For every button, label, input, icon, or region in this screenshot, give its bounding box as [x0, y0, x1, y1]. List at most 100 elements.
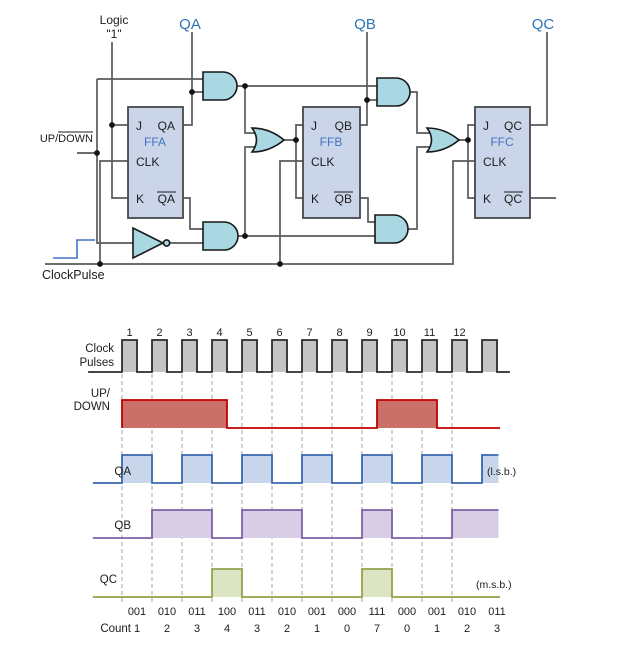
- ffb-pin-q: QB: [335, 119, 352, 133]
- junction-dot: [242, 233, 248, 239]
- ffa-clk-wire: [99, 160, 128, 264]
- ffa-pin-k: K: [136, 192, 144, 206]
- updown-down-text: DOWN: [58, 133, 93, 145]
- clock-pulse-number: 1: [126, 327, 132, 339]
- terminal-qb-label: QB: [354, 16, 376, 33]
- inverter-bubble-icon: [162, 239, 171, 247]
- binary-value: 001: [308, 606, 326, 618]
- ffa-pin-q: QA: [158, 119, 175, 133]
- count-value: 3: [494, 623, 500, 635]
- clock-pulse-number: 4: [216, 327, 222, 339]
- flipflop-ffc: J QC FFC CLK K QC: [474, 106, 531, 219]
- clock-pulse-number: 8: [336, 327, 342, 339]
- clock-pulse-number: 2: [156, 327, 162, 339]
- ffa-pin-clk: CLK: [136, 155, 159, 169]
- qc-output-wire: [530, 32, 548, 126]
- clock-row-label: Pulses: [79, 357, 114, 369]
- clock-pulse-number: 5: [246, 327, 252, 339]
- ffb-box: [302, 106, 361, 219]
- or1-to-k-wire: [295, 140, 303, 199]
- or-gate-a: [250, 127, 286, 153]
- or-gate-b: [425, 127, 461, 153]
- count-value: 3: [194, 623, 200, 635]
- count-row-label: Count: [100, 623, 131, 635]
- binary-value: 010: [278, 606, 296, 618]
- ffb-pin-clk: CLK: [311, 155, 334, 169]
- and4-to-or2-wire: [407, 146, 433, 230]
- up-down-waveform: [121, 399, 500, 429]
- ffa-box: [127, 106, 184, 219]
- qa-fill: [92, 455, 499, 483]
- junction-dot: [94, 150, 100, 156]
- logic-one-label-line2: "1": [106, 27, 121, 41]
- clock-step-icon: [53, 239, 95, 259]
- qa-waveform: [92, 454, 499, 484]
- clock-pulse-number: 3: [186, 327, 192, 339]
- clock-row-label: Clock: [85, 343, 114, 355]
- ffc-pin-q: QC: [504, 119, 522, 133]
- count-value: 1: [134, 623, 140, 635]
- significance-note: (m.s.b.): [476, 579, 512, 591]
- ffc-pin-j: J: [483, 119, 489, 133]
- qb-output-wire: [360, 32, 368, 126]
- up-down-row-label: UP/: [91, 388, 111, 400]
- ffb-pin-qbar: QB: [335, 192, 352, 206]
- ffc-pin-qbar: QC: [504, 192, 522, 206]
- junction-dot: [364, 97, 370, 103]
- count-value: 0: [344, 623, 350, 635]
- ffc-name: FFC: [490, 135, 514, 149]
- ffb-pin-k: K: [311, 192, 319, 206]
- ffb-pin-j: J: [311, 119, 317, 133]
- gate-layer: [132, 71, 461, 260]
- junction-dot: [189, 89, 195, 95]
- qbbar-to-and4-wire: [360, 197, 375, 223]
- count-value: 2: [284, 623, 290, 635]
- qc-fill: [92, 569, 501, 597]
- binary-value: 111: [369, 606, 386, 618]
- count-value: 2: [164, 623, 170, 635]
- binary-value: 010: [158, 606, 176, 618]
- logic1-wire: [111, 42, 128, 199]
- ffb-clk-wire: [279, 160, 303, 264]
- clock-pulse-number: 9: [366, 327, 372, 339]
- up-down-fill: [122, 400, 500, 428]
- ffc-pin-k: K: [483, 192, 491, 206]
- ffc-pin-clk: CLK: [483, 155, 506, 169]
- junction-dot: [242, 83, 248, 89]
- clock-pulse-number: 10: [393, 327, 405, 339]
- qc-row-label: QC: [100, 574, 117, 586]
- and-gate-down-b: [374, 214, 409, 244]
- binary-value: 011: [188, 606, 206, 618]
- ffa-pin-qbar: QA: [158, 192, 175, 206]
- circuit-diagram: J QA FFA CLK K QA J QB FFB CLK K QB J QC…: [40, 13, 556, 282]
- terminal-qa-label: QA: [179, 16, 201, 33]
- logic-one-label-line1: Logic: [100, 13, 129, 27]
- or2-to-j-wire: [459, 124, 475, 141]
- binary-value: 000: [338, 606, 356, 618]
- count-value: 4: [224, 623, 230, 635]
- and1-to-or1-wire: [236, 85, 258, 134]
- qb-row-label: QB: [114, 520, 131, 532]
- qb-fill: [92, 510, 499, 538]
- qa-row-label: QA: [114, 466, 131, 478]
- qa-output-wire: [183, 32, 193, 126]
- junction-dot: [97, 261, 103, 267]
- ffc-box: [474, 106, 531, 219]
- count-value: 7: [374, 623, 380, 635]
- junction-dot: [465, 137, 471, 143]
- terminal-qc-label: QC: [532, 16, 555, 33]
- junction-dot: [277, 261, 283, 267]
- count-value: 0: [404, 623, 410, 635]
- wire-layer: [45, 32, 556, 267]
- or2-to-k-wire: [467, 140, 475, 199]
- updown-up-text: UP/: [40, 133, 59, 145]
- count-value: 2: [464, 623, 470, 635]
- clock-fill: [88, 340, 510, 372]
- binary-value: 011: [248, 606, 266, 618]
- qabar-to-and3-wire: [183, 197, 203, 230]
- clock-pulse-number: 7: [306, 327, 312, 339]
- and-gate-down-a: [202, 221, 239, 251]
- binary-value: 001: [428, 606, 446, 618]
- count-value: 1: [434, 623, 440, 635]
